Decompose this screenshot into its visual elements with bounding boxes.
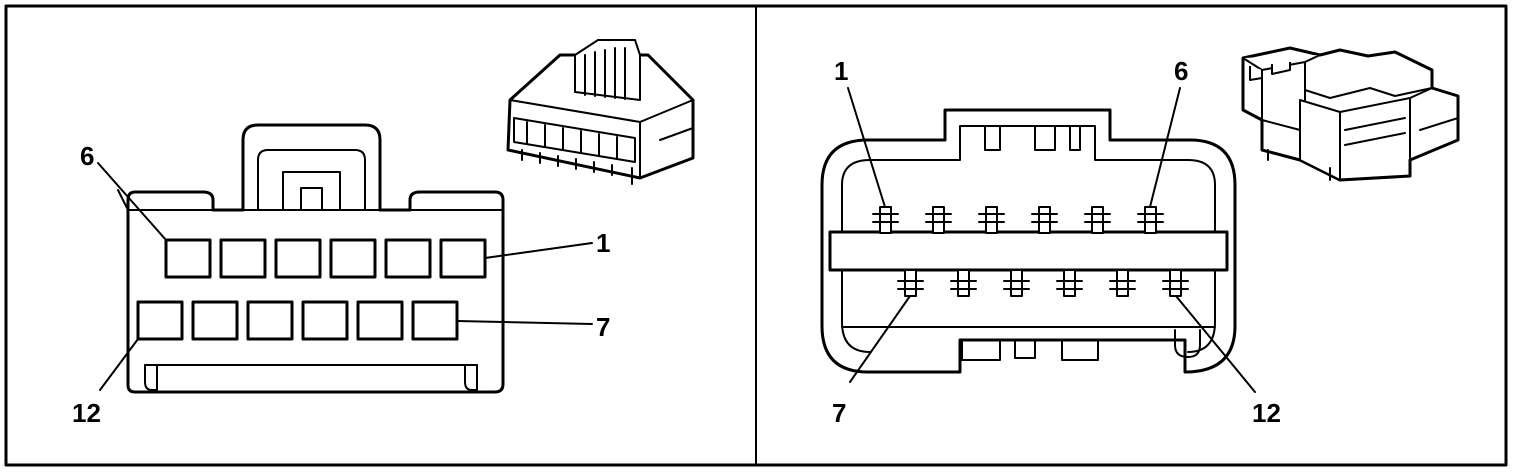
cavity (219, 238, 267, 279)
cavity (384, 238, 432, 279)
right-connector-face (820, 108, 1237, 374)
cavity (274, 238, 322, 279)
right-top-terminal-row (872, 206, 1164, 234)
terminal (1162, 269, 1189, 297)
right-label-pin-6: 6 (1174, 56, 1188, 86)
terminal (1031, 206, 1058, 234)
cavity (164, 238, 212, 279)
right-label-pin-1: 1 (834, 56, 848, 86)
terminal (1137, 206, 1164, 234)
terminal (897, 269, 924, 297)
terminal (950, 269, 977, 297)
terminal (1084, 206, 1111, 234)
right-label-pin-7: 7 (832, 398, 846, 428)
cavity (329, 238, 377, 279)
cavity (411, 300, 459, 341)
terminal (978, 206, 1005, 234)
left-label-pin-1: 1 (596, 228, 610, 258)
left-label-pin-7: 7 (596, 312, 610, 342)
left-connector-isometric-icon (506, 39, 695, 185)
left-leader-lines (97, 162, 593, 391)
cavity (301, 300, 349, 341)
left-top-cavity-row (164, 238, 487, 279)
cavity (191, 300, 239, 341)
terminal-position-assurance-bar (828, 230, 1229, 272)
cavity (136, 300, 184, 341)
cavity (246, 300, 294, 341)
left-panel: 6 1 7 12 (72, 39, 695, 428)
left-connector-face (117, 123, 505, 394)
terminal (1003, 269, 1030, 297)
terminal (872, 206, 899, 234)
cavity (356, 300, 404, 341)
terminal (925, 206, 952, 234)
left-label-pin-12: 12 (72, 398, 101, 428)
terminal (1056, 269, 1083, 297)
right-leader-lines (847, 87, 1256, 393)
cavity (439, 238, 487, 279)
right-panel: 1 6 7 12 (820, 46, 1460, 428)
right-connector-isometric-icon (1241, 46, 1460, 182)
terminal (1109, 269, 1136, 297)
right-label-pin-12: 12 (1252, 398, 1281, 428)
left-bottom-cavity-row (136, 300, 459, 341)
left-label-pin-6: 6 (80, 141, 94, 171)
right-bottom-terminal-row (897, 269, 1189, 297)
